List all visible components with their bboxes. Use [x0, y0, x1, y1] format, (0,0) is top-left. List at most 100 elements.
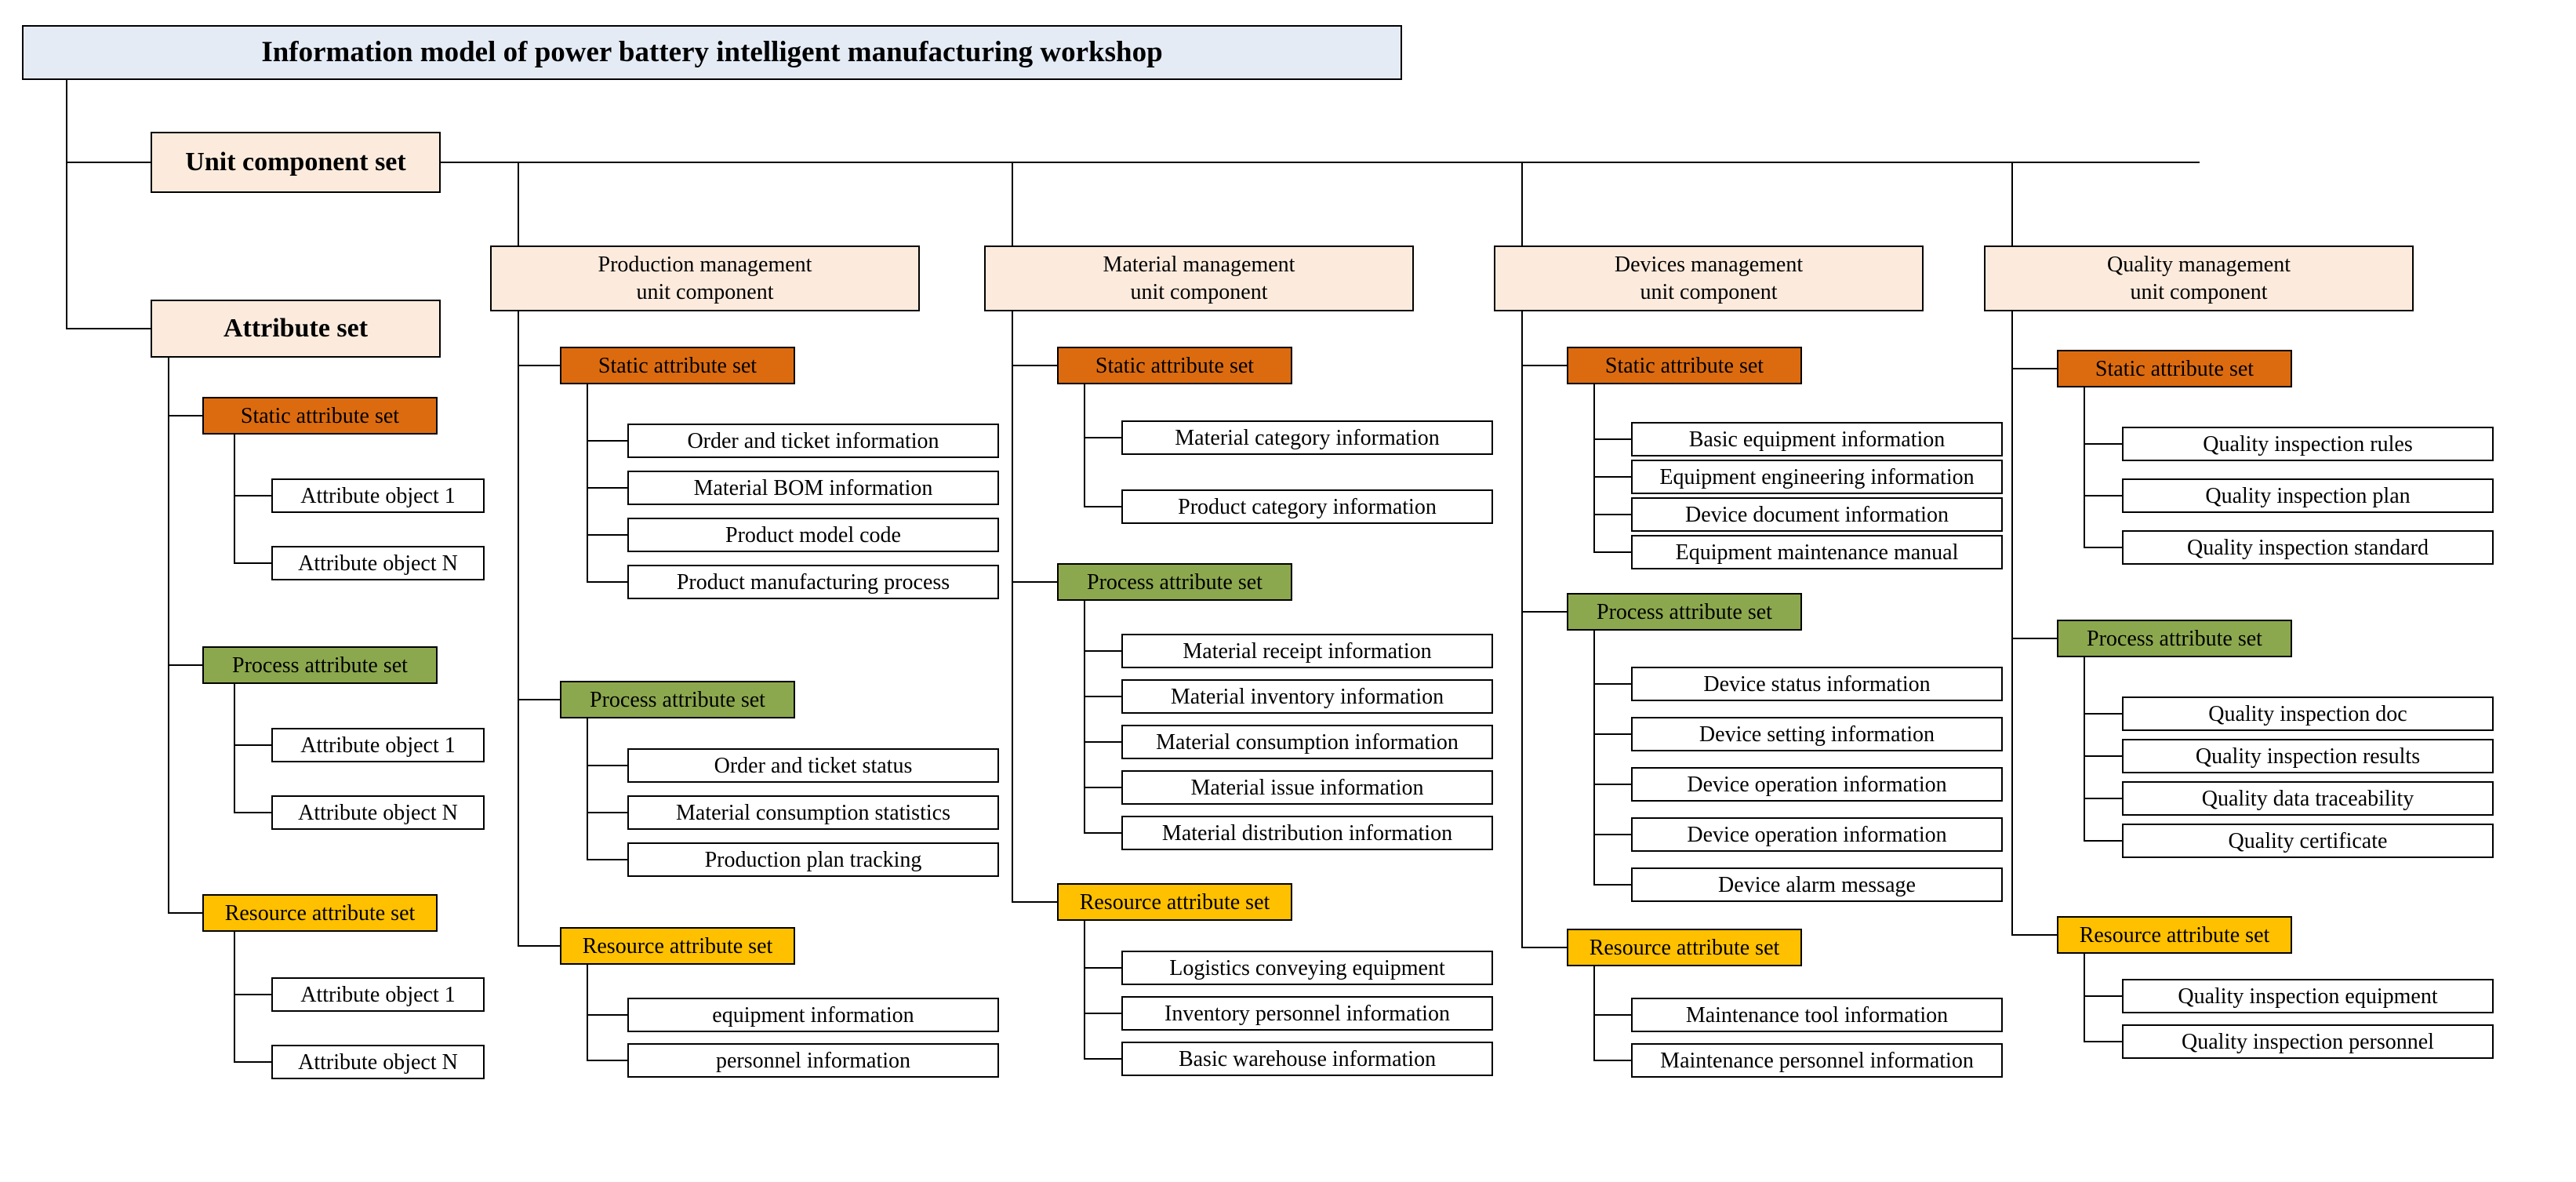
connector-unit-3-group-0-leaf-2 — [2084, 547, 2122, 548]
unit-component-0-header: Production management unit component — [490, 245, 920, 311]
connector-unit-3-group-1-leaf-0 — [2084, 713, 2122, 715]
connector-unit-0-to-group-0 — [518, 365, 560, 366]
connector-unit-2-group-0-leaf-0 — [1593, 438, 1631, 440]
unit-0-group-0-header: Static attribute set — [560, 347, 795, 384]
connector-unit-0-group-0-leaf-2 — [587, 534, 627, 536]
connector-attrset-group-0-leaf-1 — [234, 562, 271, 564]
connector-spine-drop-2 — [1521, 162, 1523, 245]
connector-unit-0-group-2-spine — [587, 965, 588, 1061]
connector-root-trunk — [66, 80, 67, 329]
connector-unit-3-group-0-spine — [2084, 387, 2085, 548]
connector-attrset-group-1-spine — [234, 684, 235, 813]
connector-attrset-group-2-leaf-0 — [234, 994, 271, 995]
unit-component-2-header: Devices management unit component — [1494, 245, 1924, 311]
connector-unit-2-spine — [1521, 311, 1523, 948]
attrset-group-0-leaf-1: Attribute object N — [271, 546, 485, 580]
connector-unit-3-spine — [2011, 311, 2013, 936]
connector-unit-0-spine — [518, 311, 519, 947]
unit-1-group-1-leaf-1: Material inventory information — [1121, 679, 1493, 714]
connector-unit-0-group-0-leaf-1 — [587, 487, 627, 489]
attrset-group-1-leaf-0: Attribute object 1 — [271, 728, 485, 762]
connector-unit-2-group-0-spine — [1593, 384, 1595, 553]
connector-unit-0-group-2-leaf-0 — [587, 1014, 627, 1016]
unit-3-group-1-header: Process attribute set — [2057, 620, 2292, 657]
attrset-group-0-header: Static attribute set — [202, 397, 438, 435]
connector-unit-1-group-2-leaf-2 — [1084, 1058, 1121, 1060]
unit-2-group-1-leaf-0: Device status information — [1631, 667, 2003, 701]
unit-1-group-1-header: Process attribute set — [1057, 563, 1292, 601]
connector-unit-2-group-2-spine — [1593, 966, 1595, 1061]
connector-attrset-to-group-2 — [168, 912, 202, 914]
unit-0-group-1-header: Process attribute set — [560, 681, 795, 718]
connector-unit-1-group-1-leaf-3 — [1084, 787, 1121, 788]
connector-unit-3-group-2-leaf-0 — [2084, 995, 2122, 997]
connector-root-to-attribute-set — [66, 328, 152, 329]
unit-2-group-1-header: Process attribute set — [1567, 593, 1802, 631]
unit-1-group-2-leaf-1: Inventory personnel information — [1121, 996, 1493, 1031]
attrset-group-1-leaf-1: Attribute object N — [271, 795, 485, 830]
unit-1-group-1-leaf-2: Material consumption information — [1121, 725, 1493, 759]
unit-0-group-0-leaf-2: Product model code — [627, 518, 999, 552]
connector-attrset-group-0-leaf-0 — [234, 495, 271, 496]
connector-unit-1-group-0-leaf-1 — [1084, 506, 1121, 507]
unit-1-group-1-leaf-3: Material issue information — [1121, 770, 1493, 805]
connector-spine-drop-0 — [518, 162, 519, 245]
unit-3-group-2-leaf-1: Quality inspection personnel — [2122, 1024, 2494, 1059]
connector-unit-0-group-0-spine — [587, 384, 588, 583]
unit-3-group-0-leaf-1: Quality inspection plan — [2122, 478, 2494, 513]
connector-attrset-spine — [168, 358, 169, 914]
connector-unit-2-group-0-leaf-2 — [1593, 514, 1631, 515]
connector-spine-drop-1 — [1012, 162, 1013, 245]
connector-unit-2-group-1-leaf-2 — [1593, 784, 1631, 785]
unit-3-group-0-leaf-2: Quality inspection standard — [2122, 530, 2494, 565]
unit-1-group-2-header: Resource attribute set — [1057, 883, 1292, 921]
connector-unit-2-to-group-0 — [1521, 365, 1567, 366]
connector-unit-2-group-1-leaf-4 — [1593, 884, 1631, 886]
connector-unit-1-group-0-spine — [1084, 384, 1085, 507]
connector-unit-2-to-group-2 — [1521, 947, 1567, 948]
unit-2-group-0-header: Static attribute set — [1567, 347, 1802, 384]
unit-2-group-0-leaf-1: Equipment engineering information — [1631, 460, 2003, 494]
unit-component-1-header: Material management unit component — [984, 245, 1414, 311]
unit-3-group-1-leaf-2: Quality data traceability — [2122, 781, 2494, 816]
unit-2-group-1-leaf-4: Device alarm message — [1631, 867, 2003, 902]
connector-unit-0-to-group-1 — [518, 699, 560, 700]
unit-0-group-1-leaf-0: Order and ticket status — [627, 748, 999, 783]
connector-unit-3-group-0-leaf-0 — [2084, 443, 2122, 445]
unit-2-group-2-header: Resource attribute set — [1567, 929, 1802, 966]
connector-unit-3-to-group-2 — [2011, 934, 2057, 936]
unit-1-group-2-leaf-2: Basic warehouse information — [1121, 1042, 1493, 1076]
connector-unit-2-group-2-leaf-1 — [1593, 1060, 1631, 1061]
connector-unit-3-to-group-0 — [2011, 368, 2057, 369]
connector-attrset-group-1-leaf-1 — [234, 812, 271, 813]
unit-2-group-1-leaf-2: Device operation information — [1631, 767, 2003, 802]
unit-1-group-0-leaf-1: Product category information — [1121, 489, 1493, 524]
connector-unit-2-group-0-leaf-3 — [1593, 551, 1631, 553]
connector-unit-2-group-2-leaf-0 — [1593, 1014, 1631, 1016]
connector-unit-2-group-1-leaf-1 — [1593, 733, 1631, 735]
connector-unit-0-to-group-2 — [518, 945, 560, 947]
connector-attrset-to-group-0 — [168, 415, 202, 416]
attrset-group-0-leaf-0: Attribute object 1 — [271, 478, 485, 513]
unit-2-group-1-leaf-3: Device operation information — [1631, 817, 2003, 852]
connector-unit-2-group-1-leaf-3 — [1593, 834, 1631, 835]
root-title-box: Information model of power battery intel… — [22, 25, 1402, 80]
connector-unit-set-spine — [439, 162, 2200, 163]
connector-unit-0-group-1-spine — [587, 718, 588, 860]
unit-0-group-0-leaf-0: Order and ticket information — [627, 424, 999, 458]
attrset-group-1-header: Process attribute set — [202, 646, 438, 684]
connector-unit-3-group-1-spine — [2084, 657, 2085, 842]
connector-unit-3-group-2-leaf-1 — [2084, 1041, 2122, 1042]
attrset-group-2-leaf-1: Attribute object N — [271, 1045, 485, 1079]
connector-attrset-group-1-leaf-0 — [234, 744, 271, 746]
connector-attrset-group-2-leaf-1 — [234, 1061, 271, 1063]
connector-unit-1-group-1-leaf-2 — [1084, 741, 1121, 743]
connector-unit-0-group-1-leaf-1 — [587, 812, 627, 813]
unit-0-group-1-leaf-2: Production plan tracking — [627, 842, 999, 877]
unit-0-group-2-leaf-1: personnel information — [627, 1043, 999, 1078]
connector-unit-2-to-group-1 — [1521, 611, 1567, 613]
connector-unit-3-group-0-leaf-1 — [2084, 495, 2122, 496]
unit-2-group-0-leaf-0: Basic equipment information — [1631, 422, 2003, 456]
connector-unit-1-group-2-spine — [1084, 921, 1085, 1060]
connector-unit-3-group-1-leaf-1 — [2084, 755, 2122, 757]
